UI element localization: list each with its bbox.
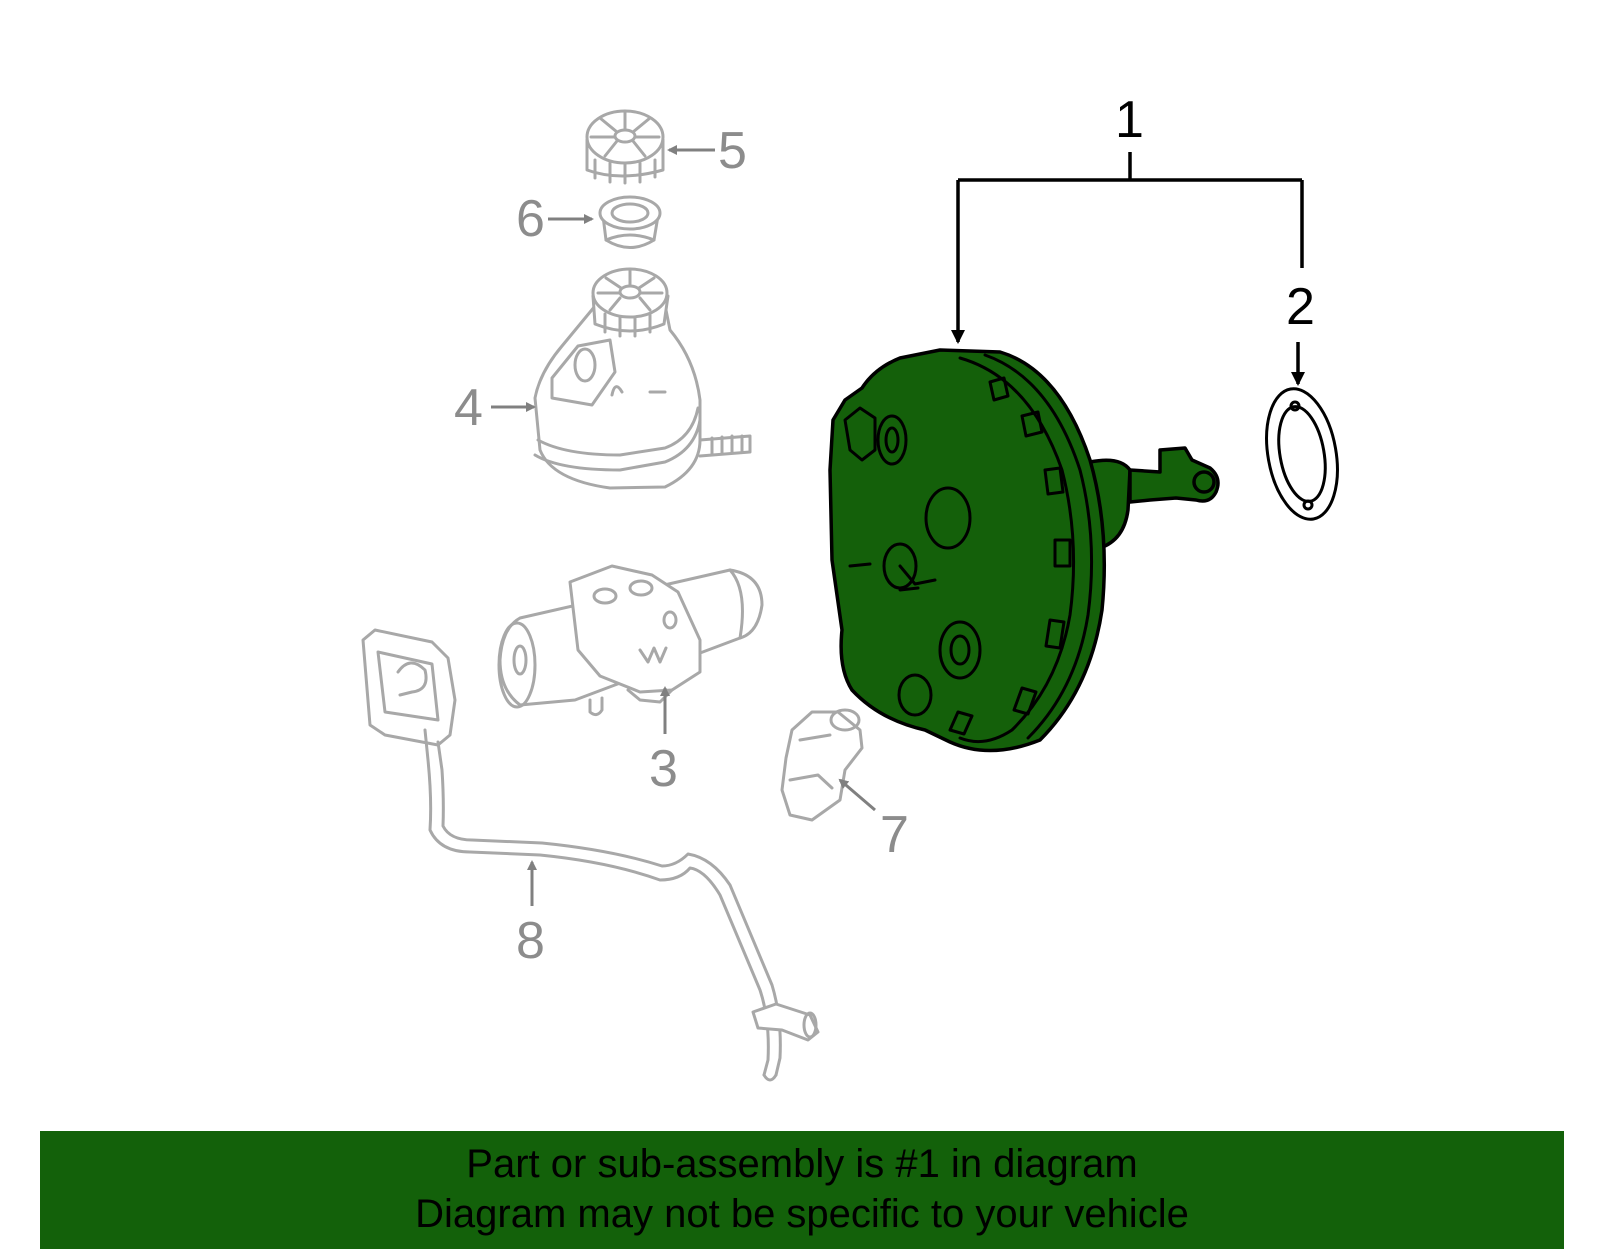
callout-4: 4 — [454, 379, 483, 437]
banner-line-1: Part or sub-assembly is #1 in diagram — [466, 1142, 1138, 1186]
callout-3: 3 — [649, 740, 678, 798]
part-8-brake-line[interactable] — [361, 628, 820, 1082]
callout-6: 6 — [516, 190, 545, 248]
callout-7: 7 — [880, 806, 909, 864]
leader-1-bracket — [951, 152, 1304, 344]
callout-5: 5 — [718, 122, 747, 180]
callout-2: 2 — [1286, 278, 1315, 336]
part-4-fluid-reservoir[interactable] — [533, 267, 752, 490]
callout-1: 1 — [1115, 91, 1144, 149]
part-2-gasket[interactable] — [1257, 383, 1347, 525]
banner-line-2: Diagram may not be specific to your vehi… — [415, 1192, 1189, 1236]
part-7-sensor[interactable] — [780, 708, 864, 822]
callout-8: 8 — [516, 912, 545, 970]
part-6-strainer[interactable] — [598, 195, 662, 249]
leader-7 — [838, 778, 876, 812]
part-3-master-cylinder[interactable] — [497, 564, 764, 717]
info-banner: Part or sub-assembly is #1 in diagram Di… — [40, 1131, 1564, 1249]
part-1-brake-booster[interactable] — [828, 348, 1220, 753]
part-5-reservoir-cap[interactable] — [585, 109, 665, 185]
